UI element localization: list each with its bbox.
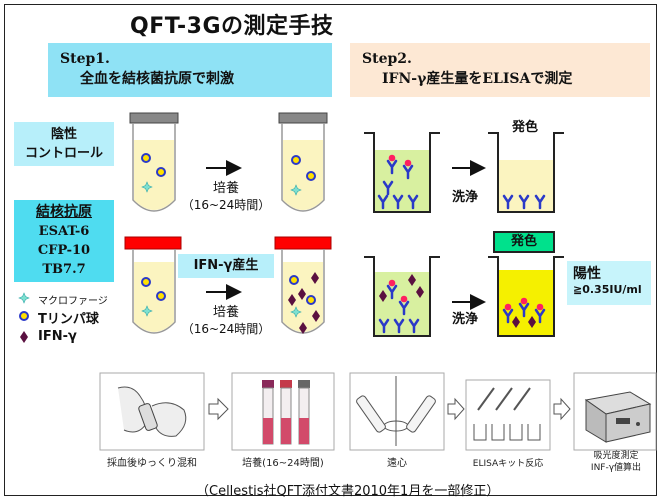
tb-antigen-label: 結核抗原 ESAT-6 CFP-10 TB7.7 [14, 200, 114, 282]
tb-antigen-tb77: TB7.7 [42, 262, 86, 277]
color-development-badge: 発色 [493, 231, 555, 253]
tube-negative-after [278, 112, 328, 212]
mixing-illustration [99, 372, 205, 451]
elisa-well-negative-after [488, 132, 564, 213]
t-lymphocyte-icon [156, 167, 166, 177]
macrophage-legend-icon [18, 292, 30, 304]
process-caption-absorbance: 吸光度測定 INF-γ値算出 [574, 450, 658, 474]
negative-control-label: 陰性 コントロール [14, 122, 114, 166]
legend-macrophage: マクロファージ [38, 296, 108, 307]
ifn-gamma-legend-icon [20, 331, 28, 343]
tube-antigen-after [274, 236, 332, 334]
positive-result-box: 陽性 ≧0.35IU/ml [567, 261, 651, 305]
tube-negative-before [129, 112, 179, 212]
source-footnote: （Cellestis社QFT添付文書2010年1月を一部修正） [196, 484, 500, 499]
step1-description: 全血を結核菌抗原で刺激 [80, 71, 234, 87]
elisa-pipette-illustration [465, 379, 551, 451]
legend-t-lymphocyte: Tリンパ球 [38, 312, 99, 327]
absorbance-line2: INF-γ値算出 [590, 463, 642, 473]
step1-heading: Step1. [60, 51, 110, 67]
plate-reader-illustration [573, 372, 657, 451]
t-lymphocyte-icon [289, 275, 299, 285]
wash-label-top: 洗浄 [452, 190, 479, 205]
absorbance-line1: 吸光度測定 [593, 451, 639, 461]
elisa-well-positive-after [488, 256, 564, 337]
ifn-production-label: IFN-γ産生 [178, 254, 274, 278]
t-lymphocyte-icon [306, 171, 316, 181]
centrifuge-illustration [349, 372, 445, 451]
process-caption-incubation: 培養(16~24時間) [242, 458, 324, 469]
incubation-label-top: 培養 [196, 180, 256, 197]
step2-banner: Step2. IFN-γ産生量をELISAで測定 [350, 43, 650, 97]
color-development-label: 発色 [512, 120, 539, 135]
incubation-text: 培養 [212, 181, 239, 196]
tb-antigen-title: 結核抗原 [36, 204, 92, 220]
step2-description: IFN-γ産生量をELISAで測定 [382, 71, 573, 87]
t-lymphocyte-icon [156, 291, 166, 301]
step2-heading: Step2. [362, 51, 412, 67]
t-lymphocyte-icon [141, 153, 151, 163]
slide-title: QFT-3Gの測定手技 [130, 14, 334, 39]
incubation-duration-bottom: （16~24時間） [181, 322, 271, 336]
t-lymphocyte-icon [306, 295, 316, 305]
tube-antigen-before [124, 236, 182, 334]
positive-label: 陽性 [573, 266, 601, 282]
wash-label-bottom: 洗浄 [452, 312, 479, 327]
process-caption-centrifuge: 遠心 [387, 458, 407, 469]
incubation-label-bottom: 培養 [196, 304, 256, 321]
incubation-duration-top: （16~24時間） [181, 198, 271, 212]
negative-control-line2: コントロール [24, 146, 103, 161]
positive-threshold: ≧0.35IU/ml [573, 283, 642, 296]
step1-banner: Step1. 全血を結核菌抗原で刺激 [48, 43, 332, 97]
incubation-text: 培養 [212, 305, 239, 320]
process-arrow-icon [208, 397, 229, 421]
elisa-well-positive-before [364, 256, 440, 337]
slide-frame [4, 4, 657, 496]
process-arrow-icon [447, 397, 465, 421]
t-lymphocyte-icon [141, 277, 151, 287]
process-arrow-icon [553, 397, 571, 421]
tb-antigen-cfp10: CFP-10 [37, 243, 91, 258]
elisa-well-negative-before [364, 132, 440, 213]
legend-ifn-gamma: IFN-γ [38, 329, 77, 344]
process-caption-elisa: ELISAキット反応 [472, 459, 544, 469]
t-lymphocyte-icon [291, 155, 301, 165]
incubation-tubes-illustration [231, 372, 335, 451]
process-caption-mixing: 採血後ゆっくり混和 [107, 458, 197, 469]
negative-control-line1: 陰性 [50, 127, 77, 142]
t-lymphocyte-legend-icon [19, 311, 29, 321]
tb-antigen-esat6: ESAT-6 [38, 224, 90, 239]
